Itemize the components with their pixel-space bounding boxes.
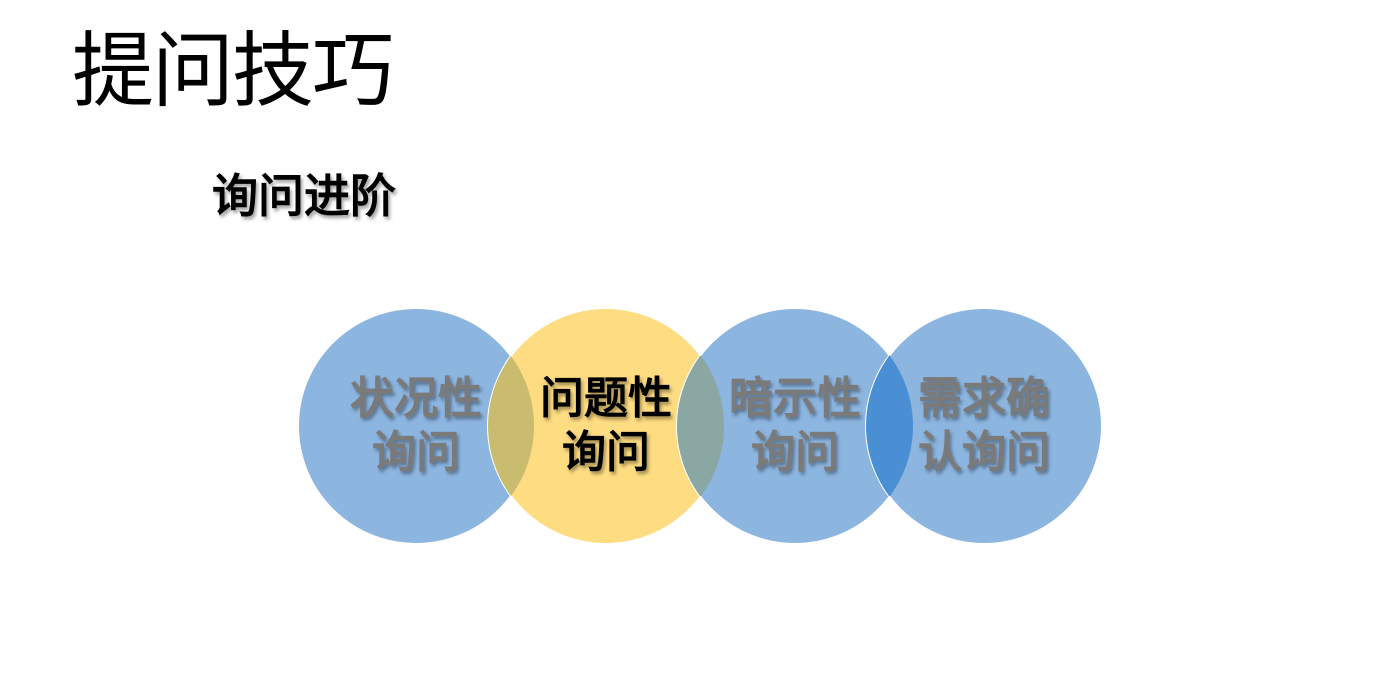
slide-subtitle: 询问进阶 — [212, 169, 396, 223]
stage-label-1: 状况性询问 — [350, 373, 482, 478]
stage-label-3: 暗示性询问 — [729, 373, 861, 478]
stage-label-2: 问题性询问 — [540, 373, 672, 478]
slide-title: 提问技巧 — [72, 24, 394, 119]
stage-label-4: 需求确认询问 — [918, 373, 1050, 478]
